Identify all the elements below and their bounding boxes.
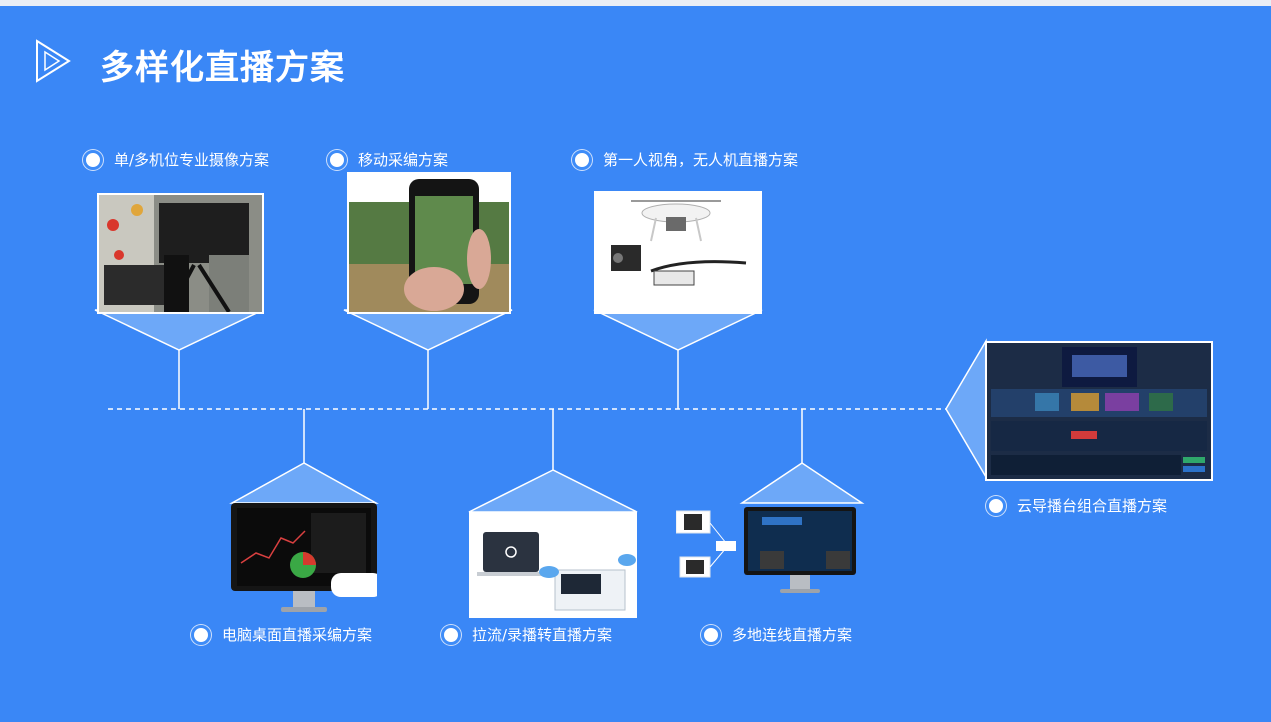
- solution-name-7: 多地连线直播方案: [732, 626, 853, 644]
- mobile-capture-image: [347, 172, 511, 314]
- connector-triangle-6: [468, 469, 638, 513]
- connector-triangle-1: [94, 309, 264, 351]
- circle-bullet-icon: [441, 625, 461, 645]
- solution-label-5: 电脑桌面直播采编方案: [191, 625, 372, 645]
- solution-label-4: 云导播台组合直播方案: [986, 496, 1167, 516]
- connector-triangle-4: [945, 338, 987, 480]
- connector-triangle-5: [229, 462, 379, 504]
- solution-name-5: 电脑桌面直播采编方案: [222, 626, 373, 644]
- studio-camera-image: [97, 193, 264, 314]
- circle-bullet-icon: [986, 496, 1006, 516]
- circle-bullet-icon: [701, 625, 721, 645]
- solution-name-1: 单/多机位专业摄像方案: [114, 151, 270, 169]
- solution-label-7: 多地连线直播方案: [701, 625, 852, 645]
- solution-name-3: 第一人视角，无人机直播方案: [603, 151, 799, 169]
- solution-name-6: 拉流/录播转直播方案: [472, 626, 613, 644]
- circle-bullet-icon: [327, 150, 347, 170]
- page-title: 多样化直播方案: [100, 48, 345, 88]
- multi-location-image: [675, 503, 866, 599]
- play-triangle-icon: [36, 39, 71, 83]
- solution-label-1: 单/多机位专业摄像方案: [83, 150, 269, 170]
- desktop-capture-image: [231, 503, 383, 617]
- circle-bullet-icon: [191, 625, 211, 645]
- solution-label-2: 移动采编方案: [327, 150, 448, 170]
- solution-name-2: 移动采编方案: [358, 151, 449, 169]
- connector-triangle-3: [593, 309, 763, 351]
- solution-label-3: 第一人视角，无人机直播方案: [572, 150, 798, 170]
- top-strip: [0, 0, 1271, 6]
- stream-relay-image: [469, 512, 637, 618]
- cloud-director-screenshot: [985, 341, 1213, 481]
- connector-triangle-2: [343, 309, 513, 351]
- connector-triangle-7: [739, 462, 865, 504]
- circle-bullet-icon: [572, 150, 592, 170]
- solution-label-6: 拉流/录播转直播方案: [441, 625, 612, 645]
- circle-bullet-icon: [83, 150, 103, 170]
- drone-camera-image: [594, 191, 762, 314]
- solution-name-4: 云导播台组合直播方案: [1017, 497, 1168, 515]
